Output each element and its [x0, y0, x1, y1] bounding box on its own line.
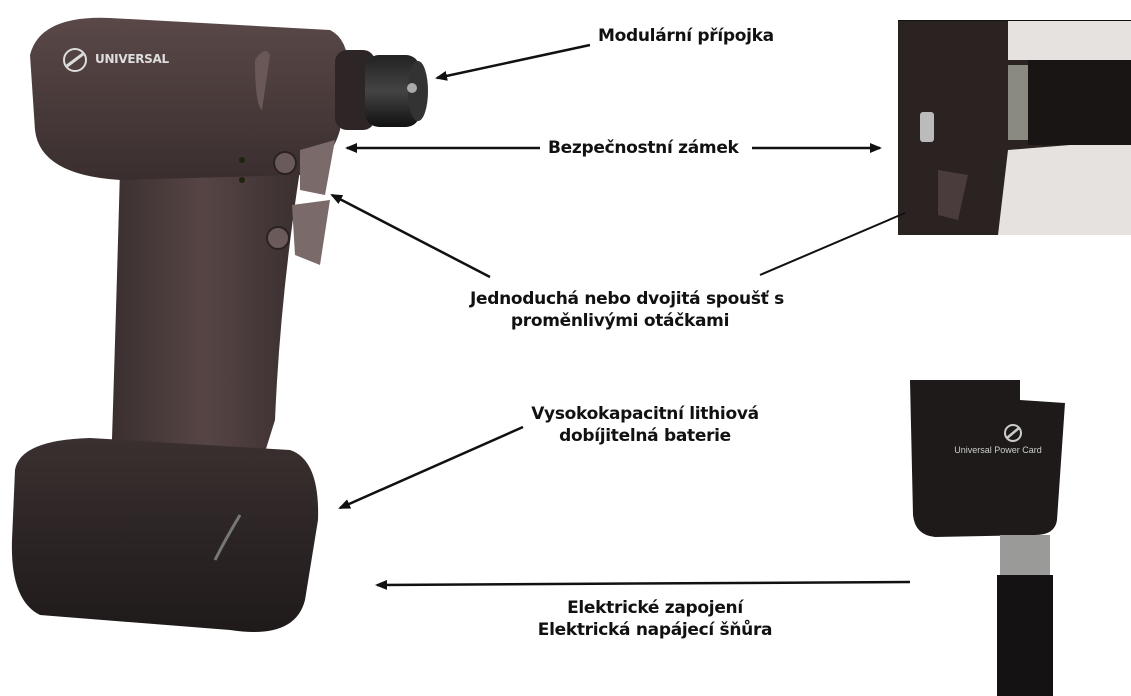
label-battery-line2: dobíjitelná baterie	[530, 425, 760, 447]
label-battery-line1: Vysokokapacitní lithiová	[530, 403, 760, 425]
label-trigger-line2: proměnlivými otáčkami	[470, 310, 770, 332]
label-safety-lock: Bezpečnostní zámek	[548, 137, 739, 159]
label-modular-connector: Modulární přípojka	[598, 25, 774, 47]
label-electric: Elektrické zapojení Elektrická napájecí …	[520, 597, 790, 641]
label-electric-line2: Elektrická napájecí šňůra	[520, 619, 790, 641]
label-electric-line1: Elektrické zapojení	[520, 597, 790, 619]
line-trigger-photo	[760, 213, 905, 275]
label-trigger: Jednoduchá nebo dvojitá spoušť s proměnl…	[470, 288, 770, 332]
arrow-electric	[377, 582, 910, 585]
arrow-trigger	[332, 195, 490, 277]
label-trigger-line1: Jednoduchá nebo dvojitá spoušť s	[470, 288, 770, 310]
arrow-modular-connector	[437, 45, 590, 78]
arrow-battery	[340, 427, 523, 508]
label-battery: Vysokokapacitní lithiová dobíjitelná bat…	[530, 403, 760, 447]
